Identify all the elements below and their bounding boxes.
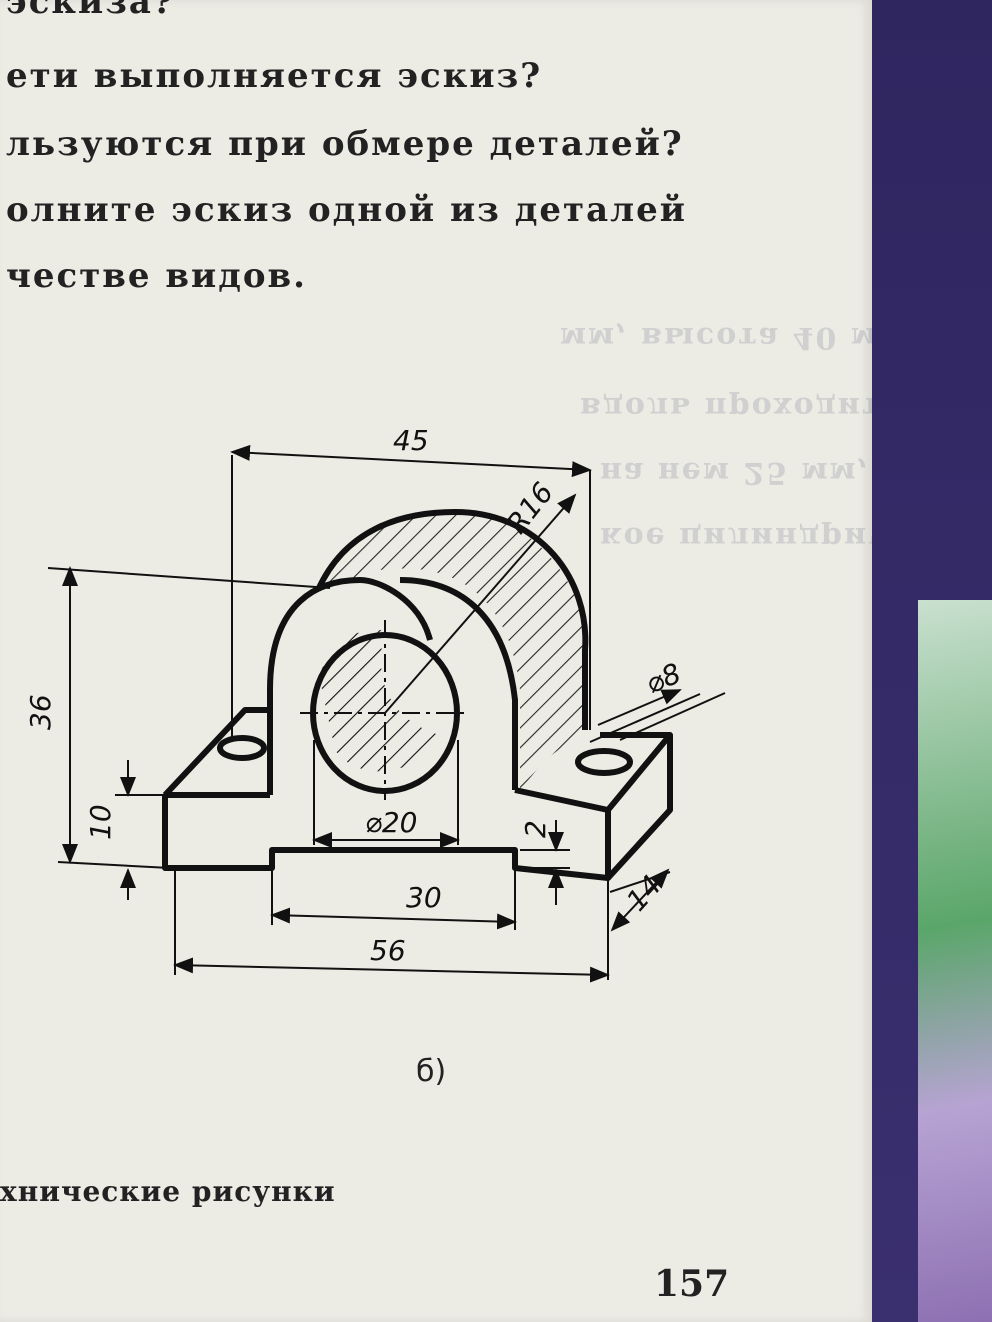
- question-line-4: олните эскиз одной из деталей: [6, 190, 687, 230]
- shaded-surfaces: [318, 512, 585, 790]
- section-footer: хнические рисунки: [0, 1175, 336, 1208]
- dim-recess-width: 30: [406, 881, 442, 914]
- book-page: мм, высота 40 мм). В середине вдоль прох…: [0, 0, 872, 1322]
- dim-recess-depth: 2: [519, 820, 552, 838]
- figure-caption: б): [416, 1054, 447, 1089]
- dim-height-total: 36: [24, 694, 57, 730]
- question-line-2: ети выполняется эскиз?: [6, 56, 543, 96]
- isometric-part-drawing: 45 R16 ⌀8 36 10 ⌀20 2 30 56 14: [24, 424, 726, 983]
- dim-length-total: 56: [370, 934, 406, 967]
- dimension-lines: [47, 444, 726, 983]
- question-line-1: эскиза?: [6, 0, 175, 22]
- page-number: 157: [654, 1263, 730, 1305]
- background-drawing: [918, 600, 992, 1322]
- part-outline: [162, 509, 673, 881]
- dim-small-hole: ⌀8: [641, 657, 686, 701]
- dim-width-top: 45: [393, 424, 429, 457]
- question-line-5: честве видов.: [6, 256, 308, 296]
- dim-bore: ⌀20: [365, 806, 418, 839]
- question-line-3: льзуются при обмере деталей?: [6, 124, 684, 164]
- dim-base-height: 10: [84, 804, 117, 840]
